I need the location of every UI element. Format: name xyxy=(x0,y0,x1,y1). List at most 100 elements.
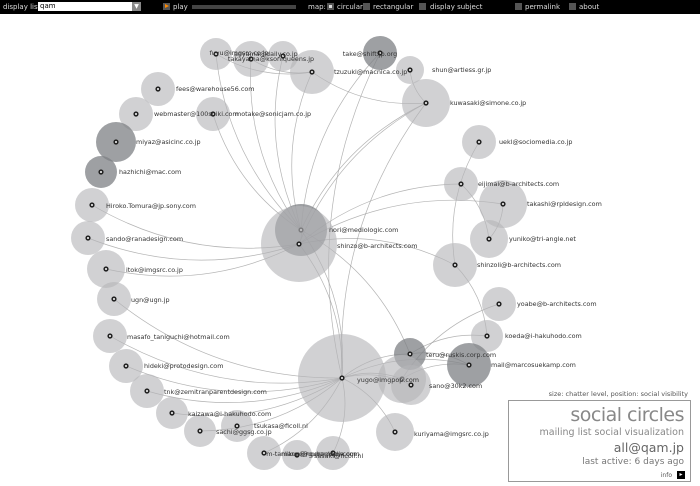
member-email-label: uekl@sociomedia.co.jp xyxy=(499,138,572,146)
member-node[interactable] xyxy=(470,220,508,258)
member-node[interactable] xyxy=(391,365,431,405)
list-address: all@qam.jp xyxy=(613,440,684,455)
member-node[interactable] xyxy=(261,206,337,282)
member-dot-center xyxy=(146,390,148,392)
display-subject-checkbox[interactable] xyxy=(419,3,426,10)
member-email-label: sachi@ggsg.co.jp xyxy=(216,428,272,436)
member-dot-center xyxy=(199,430,201,432)
member-dot-center xyxy=(250,58,252,60)
chevron-down-icon[interactable]: ▼ xyxy=(132,2,141,11)
rectangular-label[interactable]: rectangular xyxy=(373,3,414,11)
bubble-layer xyxy=(71,36,527,470)
member-node[interactable] xyxy=(471,320,503,352)
member-node[interactable] xyxy=(268,41,298,71)
member-dot-center xyxy=(486,335,488,337)
member-dot-center xyxy=(215,53,217,55)
member-email-label: fees@warehouse56.com xyxy=(176,85,254,93)
member-node[interactable] xyxy=(156,397,188,429)
member-node[interactable] xyxy=(75,188,109,222)
member-node[interactable] xyxy=(184,415,216,447)
member-node[interactable] xyxy=(119,97,153,131)
member-node[interactable] xyxy=(233,41,269,77)
member-node[interactable] xyxy=(71,221,105,255)
permalink-link[interactable]: permalink xyxy=(525,3,560,11)
size-legend-note: size: chatter level, position: social vi… xyxy=(548,390,688,398)
member-email-label: takayama@ksonlqueens.jp xyxy=(228,55,314,63)
last-active: last active: 6 days ago xyxy=(582,457,684,467)
member-dot-center xyxy=(115,141,117,143)
member-node[interactable] xyxy=(479,180,527,228)
member-email-label: niikuni@gubzukipy.com xyxy=(281,450,356,458)
member-email-label: hazhichi@mac.com xyxy=(119,168,181,176)
member-dot-center xyxy=(460,183,462,185)
timeline-slider[interactable] xyxy=(192,5,296,9)
member-dot-center xyxy=(425,102,427,104)
member-node[interactable] xyxy=(141,72,175,106)
member-node[interactable] xyxy=(221,410,253,442)
member-dot-center xyxy=(502,203,504,205)
member-dot-center xyxy=(212,113,214,115)
member-email-label: yugo@imgpop.com xyxy=(357,376,419,384)
member-dot-center xyxy=(135,113,137,115)
member-node[interactable] xyxy=(402,79,450,127)
permalink-icon[interactable] xyxy=(515,3,522,10)
member-dot-center xyxy=(171,412,173,414)
member-node[interactable] xyxy=(109,349,143,383)
play-icon[interactable] xyxy=(163,3,170,10)
about-link[interactable]: about xyxy=(579,3,600,11)
circular-label[interactable]: circular xyxy=(337,3,363,11)
member-node[interactable] xyxy=(96,122,136,162)
rectangular-radio[interactable] xyxy=(363,3,370,10)
member-email-label: motake@sonicjam.co.jp xyxy=(235,110,311,118)
map-label: map: xyxy=(308,3,326,11)
member-node[interactable] xyxy=(363,36,397,70)
member-dot-center xyxy=(87,237,89,239)
connection-edge xyxy=(250,58,302,231)
display-list-select[interactable]: qam ▼ xyxy=(38,2,141,11)
member-dot-center xyxy=(409,69,411,71)
member-node[interactable] xyxy=(444,167,478,201)
member-dot-center xyxy=(379,52,381,54)
member-email-label: itok@imgsrc.co.jp xyxy=(126,266,183,274)
member-email-label: kaizawa@i-hakuhodo.com xyxy=(188,410,271,418)
member-email-label: sando@ranadesign.com xyxy=(106,235,183,243)
member-dot-center xyxy=(157,88,159,90)
member-node[interactable] xyxy=(290,50,334,94)
circular-radio[interactable] xyxy=(327,3,334,10)
member-node[interactable] xyxy=(93,319,127,353)
member-email-label: aoyama@daily.co.jp xyxy=(234,50,298,58)
member-email-label: shinzoli@b-architects.com xyxy=(477,261,561,269)
info-label[interactable]: info xyxy=(660,472,672,479)
member-node[interactable] xyxy=(130,374,164,408)
member-node[interactable] xyxy=(462,125,496,159)
play-label[interactable]: play xyxy=(173,3,188,11)
member-node[interactable] xyxy=(482,287,516,321)
member-node[interactable] xyxy=(316,436,350,470)
member-email-label: tzuzuki@macnica.co.jp xyxy=(334,68,407,76)
display-subject-label[interactable]: display subject xyxy=(430,3,483,11)
member-node[interactable] xyxy=(376,413,414,451)
member-node[interactable] xyxy=(85,156,117,188)
member-dot-center xyxy=(410,384,412,386)
member-node[interactable] xyxy=(196,97,230,131)
member-node[interactable] xyxy=(282,440,312,470)
member-email-label: yoabe@b-architects.com xyxy=(517,300,597,308)
member-email-label: mail@marcosuekamp.com xyxy=(491,361,576,369)
member-node[interactable] xyxy=(97,282,131,316)
member-node[interactable] xyxy=(396,56,424,84)
member-node[interactable] xyxy=(433,243,477,287)
member-node[interactable] xyxy=(298,334,386,422)
member-node[interactable] xyxy=(87,250,125,288)
member-dot-center xyxy=(332,452,334,454)
info-panel: social circles mailing list social visua… xyxy=(508,400,691,482)
info-arrow-icon[interactable]: ▸ xyxy=(677,471,685,479)
about-icon[interactable] xyxy=(569,3,576,10)
connection-edge xyxy=(300,102,427,231)
member-dot-center xyxy=(263,452,265,454)
member-email-label: webmaster@100shiki.com xyxy=(154,110,239,118)
member-dot-center xyxy=(91,204,93,206)
member-node[interactable] xyxy=(247,436,281,470)
member-node[interactable] xyxy=(200,38,232,70)
member-email-label: m-tamana@ngoromedia.com xyxy=(266,450,359,458)
member-node[interactable] xyxy=(447,343,491,387)
